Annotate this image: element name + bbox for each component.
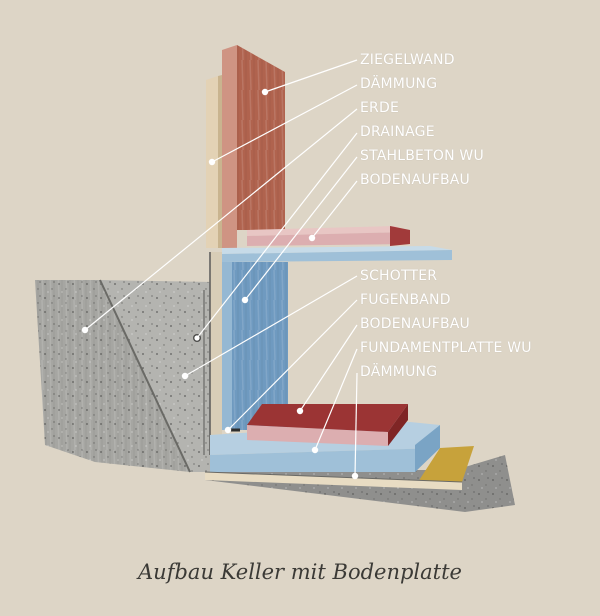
label-bodenaufbau-upper: BODENAUFBAU (360, 172, 470, 188)
leader-erde (84, 108, 358, 331)
leader-dots (81, 88, 359, 480)
label-bodenaufbau-lower: BODENAUFBAU (360, 316, 470, 332)
label-fugenband: FUGENBAND (360, 292, 451, 308)
label-stahlbeton-wu: STAHLBETON WU (360, 148, 484, 164)
leader-bodenaufbau-lower (299, 324, 358, 412)
leader-bodenaufbau-upper (311, 180, 358, 239)
basement-insulation (203, 252, 222, 455)
diagram-caption: Aufbau Keller mit Bodenplatte (138, 560, 462, 584)
leader-fundamentplatte (314, 348, 358, 451)
concrete-wall (222, 262, 288, 430)
label-schotter: SCHOTTER (360, 268, 438, 284)
label-daemmung-lower: DÄMMUNG (360, 364, 438, 380)
leader-schotter (184, 275, 358, 377)
leader-ziegelwand (264, 59, 358, 93)
base-insulation (204, 471, 463, 490)
label-daemmung-upper: DÄMMUNG (360, 76, 438, 92)
leader-stahlbeton (244, 156, 358, 301)
label-ziegelwand: ZIEGELWAND (360, 52, 455, 68)
label-drainage: DRAINAGE (360, 124, 435, 140)
leader-fugenband (227, 299, 358, 431)
leader-drainage (196, 132, 358, 339)
brick-wall (222, 45, 285, 248)
yellow-board (418, 446, 474, 482)
upper-floor-finish (247, 226, 410, 246)
label-erde: ERDE (360, 100, 399, 116)
soil-block (35, 279, 212, 473)
leader-lines (84, 59, 358, 477)
leader-daemmung-upper (211, 84, 358, 163)
upper-slab (222, 246, 452, 262)
lower-floor-finish (247, 404, 408, 446)
label-fundamentplatte-wu: FUNDAMENTPLATTE WU (360, 340, 532, 356)
leader-daemmung-lower (354, 372, 358, 477)
